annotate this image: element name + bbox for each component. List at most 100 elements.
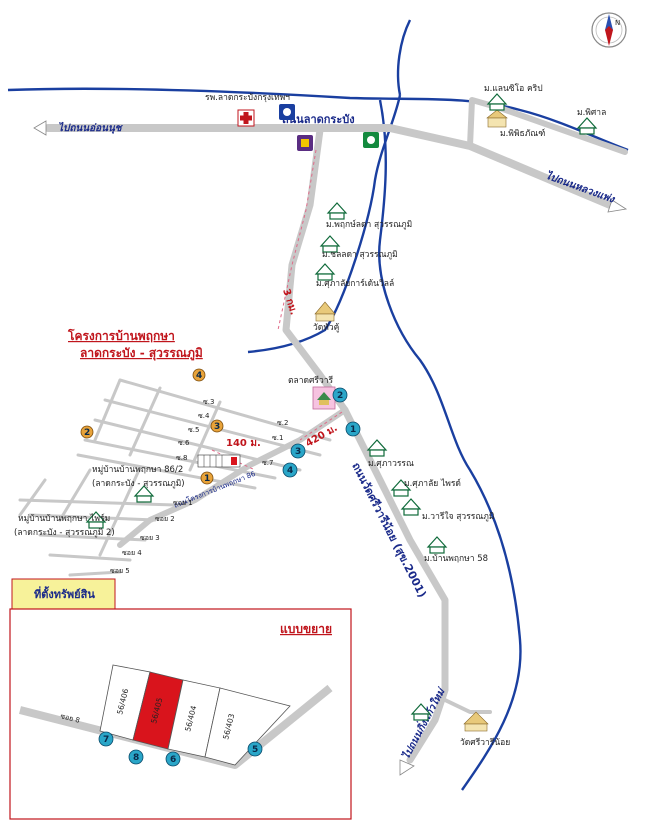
- marker-number: 5: [252, 745, 258, 755]
- marker-number: 3: [214, 422, 220, 432]
- marker-number: 8: [133, 753, 139, 763]
- roads: [18, 97, 628, 764]
- soi-label: ซ.8: [176, 454, 187, 462]
- distance-140m-line: [211, 449, 256, 471]
- distance-3km-line: [277, 149, 317, 331]
- bank-icon: [363, 132, 379, 148]
- marker-number: 1: [204, 474, 210, 484]
- compass-icon: N: [591, 12, 627, 48]
- marker-blue: 7: [98, 731, 114, 747]
- bank-icon: [297, 135, 313, 151]
- label-village: ม.ศุภาลัย ไพรด์: [404, 478, 461, 489]
- house-icon: [400, 498, 422, 516]
- marker-blue: 3: [290, 443, 306, 459]
- location-title-box: [11, 578, 116, 610]
- label-hospital: รพ.ลาดกระบังกรุงเทพฯ: [205, 93, 290, 103]
- soi-label: ซ.7: [262, 459, 273, 467]
- house-icon: [390, 479, 412, 497]
- project-sub1-2: (ลาดกระบัง - สุวรรณภูมิ): [92, 479, 185, 489]
- soi-label: ซอย 4: [122, 549, 142, 557]
- label-museum: ม.พิพิธภัณฑ์: [500, 128, 545, 139]
- label-village: ม.ศุภาลัยการ์เด้นวิลล์: [316, 278, 394, 289]
- marker-orange: 4: [192, 368, 206, 382]
- hospital-icon: [237, 109, 255, 127]
- project-title-2: ลาดกระบัง - สุวรรณภูมิ: [80, 346, 203, 361]
- label-main-road: ถนนลาดกระบัง: [282, 113, 355, 126]
- soi-label: ซ.3: [203, 398, 214, 406]
- distance-3km: 3 กม.: [280, 288, 299, 317]
- project-sub1-1: หมู่บ้านบ้านพฤกษา 86/2: [92, 464, 183, 475]
- orange-markers: 1 2 3 4: [80, 368, 224, 485]
- marker-orange: 2: [80, 425, 94, 439]
- marker-number: 4: [196, 371, 202, 381]
- soi-label: ซ.1: [272, 434, 283, 442]
- soi-label: ซ.6: [178, 439, 190, 447]
- house-icon: [85, 511, 107, 529]
- marker-blue: 8: [128, 749, 144, 765]
- soi-label: ซอย 3: [140, 534, 160, 542]
- label-village: ม.ชลลดา สุวรรณภูมิ: [322, 250, 398, 260]
- temple-icon: [463, 711, 489, 732]
- house-icon: [486, 93, 508, 111]
- house-icon: [133, 485, 155, 503]
- project-title-1: โครงการบ้านพฤกษา: [67, 328, 175, 343]
- marker-number: 6: [170, 755, 176, 765]
- label-wat-hua-ku: วัดหัวคู้: [313, 322, 339, 333]
- bank-icon: [279, 104, 295, 120]
- project-sub2-1: หมู่บ้านบ้านพฤกษา ไพร์ม: [18, 513, 110, 524]
- label-to-on-nut: ไปถนนอ่อนนุช: [58, 121, 124, 134]
- project-sub2-2: (ลาดกระบัง - สุวรรณภูมิ 2): [14, 528, 115, 538]
- marker-orange: 1: [200, 471, 214, 485]
- marker-number: 3: [295, 447, 301, 457]
- temple-icon: [314, 301, 336, 322]
- label-village: ม.พิศาล: [577, 108, 606, 118]
- museum-icon: [486, 109, 508, 128]
- label-village: ม.บ้านพฤกษา 58: [424, 553, 488, 564]
- marker-blue: 5: [247, 741, 263, 757]
- marker-blue: 1: [345, 421, 361, 437]
- house-icon: [366, 439, 388, 457]
- house-icon: [319, 235, 341, 253]
- marker-blue: 4: [282, 462, 298, 478]
- soi-label: ซอย 2: [155, 515, 175, 523]
- soi-label: ซอย 1: [173, 499, 193, 507]
- canals: [7, 19, 629, 791]
- soi-label: ซ.5: [188, 426, 199, 434]
- label-village: ม.พฤกษ์ลดา สุวรรณภูมิ: [326, 219, 412, 230]
- marker-orange: 3: [210, 419, 224, 433]
- marker-number: 2: [337, 391, 343, 401]
- market-icon: [312, 386, 336, 410]
- distance-420m-line: [299, 411, 343, 441]
- label-to-luang-phaeng: ไปถนนหลวงแพ่ง: [544, 169, 617, 206]
- inset-plots: 56/406 56/405 56/404 56/403: [99, 664, 291, 766]
- blue-markers: 1 2 3 4: [282, 387, 361, 478]
- house-icon: [410, 703, 432, 721]
- location-title: ที่ตั้งทรัพย์สิน: [34, 586, 95, 601]
- plot: [204, 687, 291, 766]
- soi-label: ซ.2: [277, 419, 288, 427]
- property-plot-mini: [197, 454, 241, 468]
- village-icons: [85, 93, 598, 721]
- house-icon: [426, 536, 448, 554]
- label-village: ม.วารีใจ สุวรรณภูมิ: [422, 511, 494, 522]
- house-icon: [326, 202, 348, 220]
- house-icon: [576, 117, 598, 135]
- soi-label: ซ.4: [198, 412, 210, 420]
- label-to-king-kaew: ไปถนนกิ่งแก้วใหม่: [398, 684, 448, 761]
- compass-label: N: [615, 19, 620, 27]
- label-market: ตลาดศรีวารี: [288, 375, 334, 386]
- marker-number: 1: [350, 425, 356, 435]
- distance-140m: 140 ม.: [226, 438, 261, 449]
- label-village: ม.ศุภาวรรณ: [368, 459, 414, 469]
- inset-markers: 7 8 6 5: [98, 731, 263, 767]
- soi-label: ซอย 5: [110, 567, 130, 575]
- marker-number: 2: [84, 428, 90, 438]
- marker-number: 7: [103, 735, 109, 745]
- marker-number: 4: [287, 466, 293, 476]
- road-arrows: [33, 120, 628, 776]
- label-village: ม.แลนซิโอ คริป: [484, 83, 543, 94]
- house-icon: [314, 263, 336, 281]
- detail-title: แบบขยาย: [280, 622, 332, 636]
- label-wat-sriwaree: วัดศรีวารีน้อย: [460, 737, 510, 748]
